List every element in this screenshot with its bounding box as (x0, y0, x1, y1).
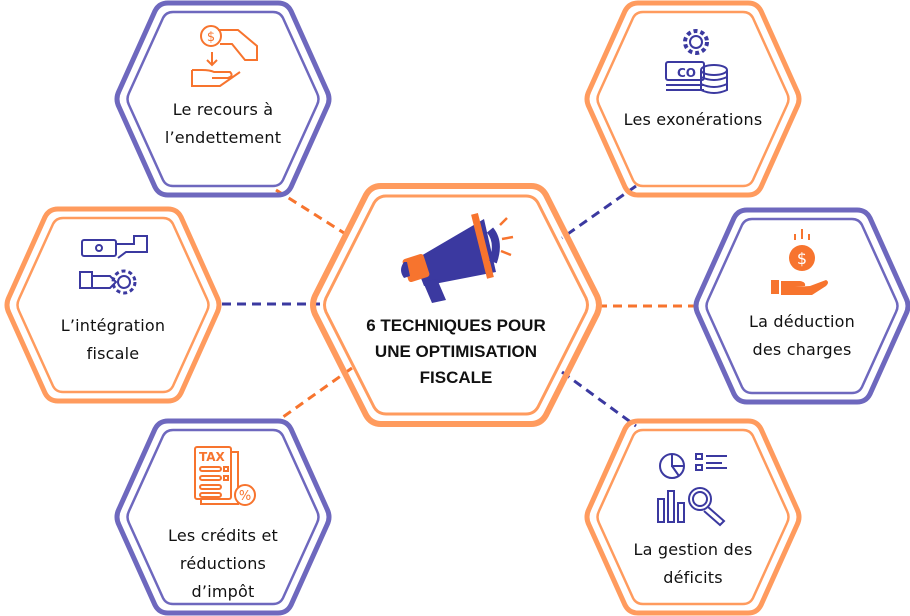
center-title: 6 TECHNIQUES POUR UNE OPTIMISATION FISCA… (346, 313, 566, 391)
svg-text:TAX: TAX (199, 450, 226, 464)
hexagon-integration (4, 206, 222, 404)
node-endettement-line1: Le recours à (172, 100, 274, 119)
node-integration: L’intégration fiscale (23, 312, 203, 368)
node-deficits-line2: déficits (663, 568, 723, 587)
node-deficits-line1: La gestion des (633, 540, 753, 559)
svg-text:CO: CO (677, 66, 696, 80)
node-integration-line2: fiscale (86, 344, 140, 363)
hands-money-gear-icon (79, 235, 148, 295)
svg-text:$: $ (207, 30, 215, 45)
node-credits-line3: d’impôt (191, 582, 255, 601)
center-title-line1: 6 TECHNIQUES POUR (366, 316, 546, 335)
coin-to-hand-icon: $ (191, 25, 258, 87)
node-integration-line1: L’intégration (60, 316, 166, 335)
hexagon-credits (114, 418, 332, 616)
connector-credits (275, 366, 353, 424)
svg-text:$: $ (797, 249, 807, 268)
megaphone-icon (401, 213, 514, 303)
node-credits: Les crédits et réductions d’impôt (133, 522, 313, 606)
node-exonerations: Les exonérations (593, 106, 793, 134)
hexagon-deficits (584, 418, 802, 616)
node-deduction: La déduction des charges (712, 308, 892, 364)
hand-coin-icon: $ (771, 229, 828, 295)
svg-text:%: % (239, 489, 251, 504)
connector-deficits (561, 370, 637, 428)
hexagon-endettement (114, 0, 332, 198)
node-endettement: Le recours à l’endettement (133, 96, 313, 152)
node-deduction-line1: La déduction (749, 312, 855, 331)
hexagon-exonerations (584, 0, 802, 198)
hexagon-deduction (693, 207, 910, 405)
money-gear-coins-icon: CO (665, 29, 728, 94)
node-credits-line1: Les crédits et (168, 526, 278, 545)
center-title-line3: FISCALE (419, 368, 493, 387)
center-hexagon (310, 183, 602, 427)
node-exonerations-line1: Les exonérations (623, 110, 763, 129)
center-title-line2: UNE OPTIMISATION (374, 342, 538, 361)
node-deduction-line2: des charges (752, 340, 852, 359)
tax-document-icon: TAX % (194, 446, 256, 506)
analytics-magnifier-icon (657, 453, 727, 527)
node-deficits: La gestion des déficits (603, 536, 783, 592)
connectors (222, 184, 694, 428)
node-credits-line2: réductions (179, 554, 267, 573)
connector-endettement (275, 188, 353, 240)
node-endettement-line2: l’endettement (164, 128, 282, 147)
connector-exonerations (561, 184, 637, 240)
